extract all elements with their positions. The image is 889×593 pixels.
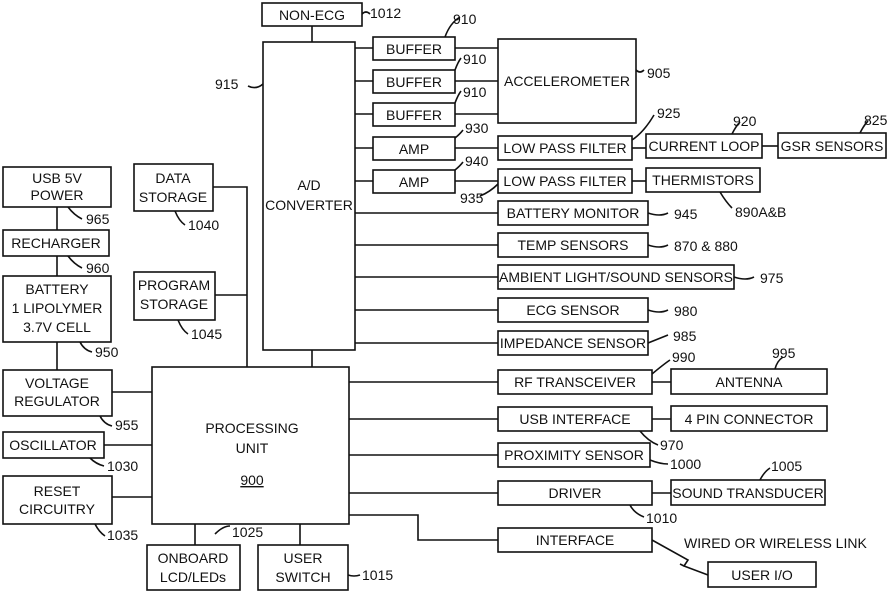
program-storage-label-line-2: STORAGE [140, 296, 208, 312]
current-loop-label: CURRENT LOOP [649, 138, 760, 154]
ad-converter-label-line-1: A/D [297, 177, 320, 193]
ref-1000: 1000 [670, 456, 701, 472]
battery-label-line-3: 3.7V CELL [23, 319, 91, 335]
ad-converter-label-line-2: CONVERTER [265, 197, 353, 213]
ambient-sensors-label: AMBIENT LIGHT/SOUND SENSORS [499, 269, 733, 285]
non-ecg-label: NON-ECG [279, 7, 345, 23]
driver-label: DRIVER [549, 485, 602, 501]
ref-940: 940 [465, 153, 489, 169]
ref-995: 995 [772, 345, 796, 361]
ref-870-880: 870 & 880 [674, 238, 738, 254]
ref-920: 920 [733, 113, 757, 129]
ad-converter-box [263, 42, 355, 350]
temp-sensors-label: TEMP SENSORS [518, 237, 629, 253]
interface-label: INTERFACE [536, 532, 615, 548]
gsr-sensors-label: GSR SENSORS [781, 138, 884, 154]
ref-985: 985 [673, 328, 697, 344]
onboard-lcd-label-line-2: LCD/LEDs [160, 569, 226, 585]
ref-950: 950 [95, 344, 119, 360]
ref-1015: 1015 [362, 567, 393, 583]
proximity-sensor-label: PROXIMITY SENSOR [504, 447, 644, 463]
ref-1035: 1035 [107, 527, 138, 543]
ref-955: 955 [115, 417, 139, 433]
ref-825: 825 [864, 112, 888, 128]
low-pass-filter-2-label: LOW PASS FILTER [503, 173, 626, 189]
battery-label-line-2: 1 LIPOLYMER [12, 300, 103, 316]
ref-1030: 1030 [107, 458, 138, 474]
antenna-label: ANTENNA [716, 374, 784, 390]
impedance-sensor-label: IMPEDANCE SENSOR [500, 335, 646, 351]
ref-935: 935 [460, 190, 484, 206]
ref-915: 915 [215, 76, 239, 92]
ref-1010: 1010 [646, 510, 677, 526]
ref-1040: 1040 [188, 217, 219, 233]
ref-910-c: 910 [463, 84, 487, 100]
rf-transceiver-label: RF TRANSCEIVER [514, 374, 636, 390]
ref-1012: 1012 [370, 5, 401, 21]
battery-monitor-label: BATTERY MONITOR [507, 205, 640, 221]
amp-1-label: AMP [399, 141, 429, 157]
data-storage-label-line-1: DATA [155, 170, 191, 186]
ref-1025: 1025 [232, 524, 263, 540]
wired-link-label: WIRED OR WIRELESS LINK [684, 535, 867, 551]
voltage-regulator-label-line-2: REGULATOR [14, 393, 100, 409]
reset-circuitry-label-line-2: CIRCUITRY [19, 501, 96, 517]
ref-980: 980 [674, 303, 698, 319]
ref-925: 925 [657, 105, 681, 121]
ref-1045: 1045 [191, 326, 222, 342]
processing-unit-label-line-1: PROCESSING [205, 420, 298, 436]
user-io-label: USER I/O [731, 567, 793, 583]
pin-connector-label: 4 PIN CONNECTOR [685, 411, 814, 427]
block-boxes [3, 3, 886, 590]
usb-interface-label: USB INTERFACE [519, 411, 630, 427]
onboard-lcd-label-line-1: ONBOARD [158, 550, 229, 566]
accelerometer-label: ACCELEROMETER [504, 73, 630, 89]
user-switch-label-line-2: SWITCH [275, 569, 330, 585]
ref-945: 945 [674, 206, 698, 222]
wireless-link-zigzag-icon [680, 564, 684, 566]
ref-970: 970 [660, 437, 684, 453]
ref-990: 990 [672, 349, 696, 365]
sound-transducer-label: SOUND TRANSDUCER [672, 485, 823, 501]
oscillator-label: OSCILLATOR [9, 437, 96, 453]
battery-label-line-1: BATTERY [25, 281, 89, 297]
buffer-2-label: BUFFER [386, 74, 442, 90]
ref-965: 965 [86, 211, 110, 227]
amp-2-label: AMP [399, 174, 429, 190]
ecg-sensor-label: ECG SENSOR [526, 302, 619, 318]
ref-910-b: 910 [463, 51, 487, 67]
ref-975: 975 [760, 270, 784, 286]
ref-905: 905 [647, 65, 671, 81]
ref-1005: 1005 [771, 458, 802, 474]
ref-910-a: 910 [453, 11, 477, 27]
buffer-1-label: BUFFER [386, 41, 442, 57]
ref-930: 930 [465, 120, 489, 136]
processing-unit-label-line-2: UNIT [236, 440, 269, 456]
ref-890ab: 890A&B [735, 204, 786, 220]
usb-power-label-line-2: POWER [31, 187, 84, 203]
data-storage-label-line-2: STORAGE [139, 189, 207, 205]
processing-unit-ref: 900 [240, 472, 264, 488]
usb-power-label-line-1: USB 5V [32, 170, 82, 186]
voltage-regulator-label-line-1: VOLTAGE [25, 375, 89, 391]
ref-960: 960 [86, 260, 110, 276]
reset-circuitry-label-line-1: RESET [34, 483, 81, 499]
buffer-3-label: BUFFER [386, 107, 442, 123]
recharger-label: RECHARGER [11, 235, 100, 251]
program-storage-label-line-1: PROGRAM [138, 277, 210, 293]
user-switch-label-line-1: USER [284, 550, 323, 566]
low-pass-filter-1-label: LOW PASS FILTER [503, 140, 626, 156]
thermistors-label: THERMISTORS [652, 172, 754, 188]
